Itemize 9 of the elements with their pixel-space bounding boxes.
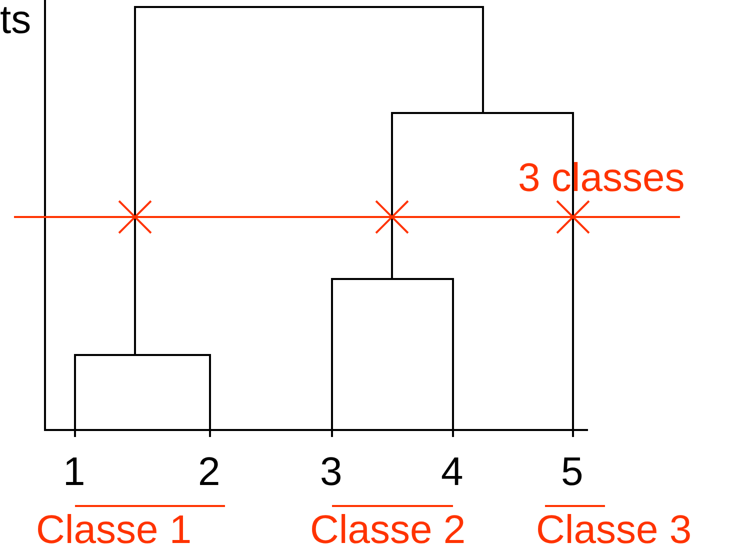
axis-title: ts xyxy=(0,0,32,40)
leaf-label: 1 xyxy=(63,452,86,492)
leaf-label: 4 xyxy=(441,452,464,492)
class-label: Classe 1 xyxy=(36,510,192,550)
leaf-label: 2 xyxy=(198,452,220,492)
class-label: Classe 2 xyxy=(310,510,466,550)
class-label: Classe 3 xyxy=(536,510,692,550)
leaf-label: 3 xyxy=(320,452,342,492)
leaf-label: 5 xyxy=(561,452,584,492)
